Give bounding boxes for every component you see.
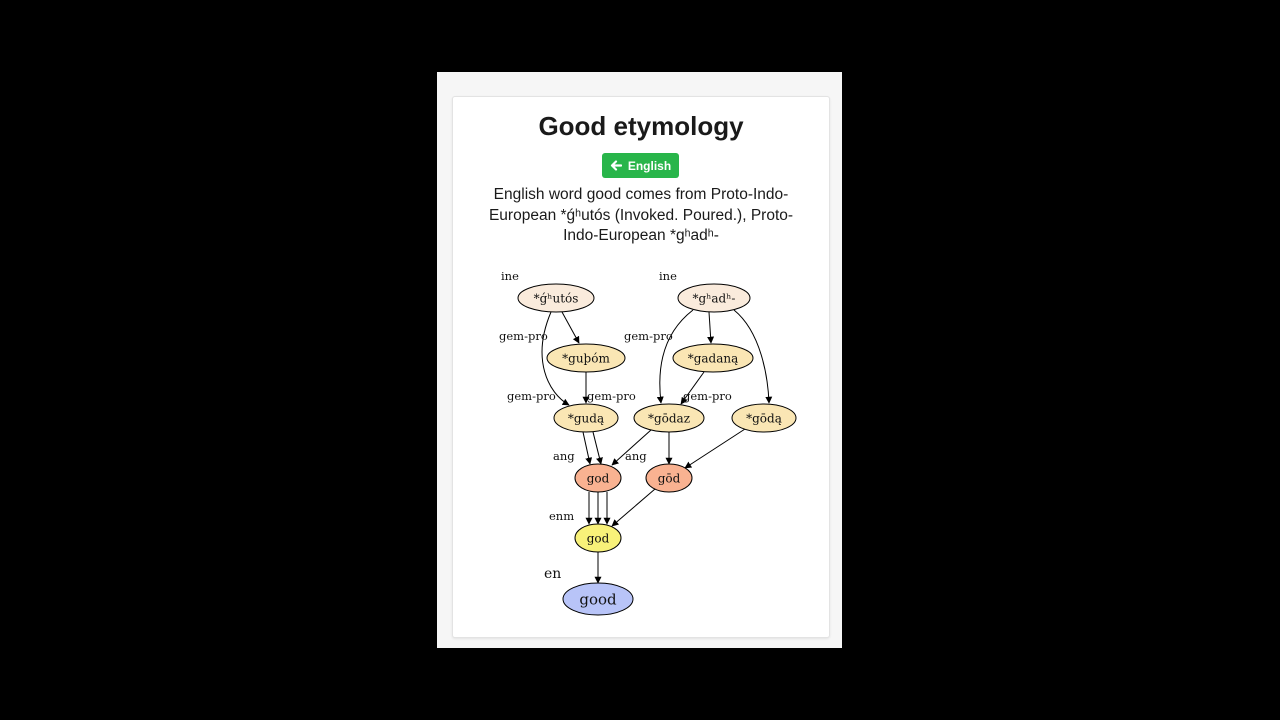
graph-edge-goda-to-god2 — [684, 428, 746, 469]
graph-nodes: *ǵʰutós *gʰadʰ- *guþóm *gadaną *gudą *gōdaz *g… — [517, 283, 797, 616]
graph-edge-god2-to-god3 — [611, 488, 656, 527]
graph-node-label: god — [587, 471, 610, 485]
graph-node-shape — [677, 283, 751, 313]
graph-node-god2[interactable]: gōd — [645, 463, 693, 493]
graph-node-label: god — [587, 531, 610, 545]
graph-node-label: *ǵʰutós — [534, 291, 579, 305]
graph-language-label-en: en — [544, 566, 561, 582]
language-button-label: English — [627, 158, 672, 173]
graph-node-godaz[interactable]: *gōdaz — [633, 403, 705, 433]
graph-node-label: *gʰadʰ- — [693, 291, 736, 305]
graph-node-label: *gadaną — [688, 351, 739, 365]
graph-node-label: gōd — [658, 471, 681, 485]
graph-node-shape — [574, 463, 622, 493]
graph-node-label: good — [579, 590, 617, 608]
graph-edge-ghadh-to-godaz — [656, 309, 694, 404]
graph-node-goda[interactable]: *gōdą — [731, 403, 797, 433]
graph-node-shape — [562, 582, 634, 616]
graph-node-god3[interactable]: god — [574, 523, 622, 553]
graph-edge-gadana-to-godaz — [680, 371, 705, 405]
etymology-card: Good etymology English English word good… — [452, 96, 830, 638]
graph-language-label-gem-pro: gem-pro — [624, 329, 673, 343]
graph-node-guthom[interactable]: *guþóm — [546, 343, 626, 373]
graph-node-guda[interactable]: *gudą — [553, 403, 619, 433]
etymology-graph: *ǵʰutós *gʰadʰ- *guþóm *gadaną *gudą *gōdaz *g… — [499, 269, 797, 616]
graph-node-gadana[interactable]: *gadaną — [672, 343, 754, 373]
graph-language-label-ang: ang — [625, 449, 647, 463]
english-language-button[interactable]: English — [602, 153, 679, 178]
graph-node-shape — [645, 463, 693, 493]
page-title: Good etymology — [538, 111, 744, 141]
graph-node-shape — [731, 403, 797, 433]
graph-language-label-gem-pro: gem-pro — [587, 389, 636, 403]
graph-node-shape — [553, 403, 619, 433]
graph-edge-godaz-to-god1 — [611, 429, 652, 466]
graph-edge-guda-to-god1 — [592, 431, 603, 465]
graph-node-ghadh[interactable]: *gʰadʰ- — [677, 283, 751, 313]
graph-node-label: *guþóm — [562, 351, 610, 365]
graph-language-label-ine: ine — [501, 269, 519, 283]
graph-language-label-enm: enm — [549, 509, 574, 523]
graph-node-shape — [517, 283, 595, 313]
graph-edge-guda-to-god1 — [582, 431, 593, 465]
graph-node-god1[interactable]: god — [574, 463, 622, 493]
graph-edge-ghutos-to-guda — [541, 311, 570, 406]
graph-node-shape — [672, 343, 754, 373]
graph-language-label-gem-pro: gem-pro — [507, 389, 556, 403]
arrow-left-icon — [610, 160, 622, 171]
graph-node-shape — [546, 343, 626, 373]
graph-language-label-ine: ine — [659, 269, 677, 283]
graph-node-shape — [633, 403, 705, 433]
graph-node-label: *gōdaz — [648, 411, 690, 425]
graph-edge-ghadh-to-gadana — [707, 311, 715, 344]
graph-node-good[interactable]: good — [562, 582, 634, 616]
graph-edge-ghutos-to-guthom — [561, 311, 580, 344]
graph-language-label-gem-pro: gem-pro — [499, 329, 548, 343]
graph-language-label-ang: ang — [553, 449, 575, 463]
graph-node-label: *gudą — [568, 411, 604, 425]
graph-edges — [541, 309, 773, 584]
graph-node-label: *gōdą — [746, 411, 782, 425]
etymology-summary: English word good comes from Proto-Indo-… — [488, 186, 794, 244]
graph-edge-ghadh-to-goda — [733, 309, 773, 404]
graph-language-label-gem-pro: gem-pro — [683, 389, 732, 403]
page: Good etymology English English word good… — [437, 72, 842, 648]
graph-node-ghutos[interactable]: *ǵʰutós — [517, 283, 595, 313]
graph-language-labels: ine ine gem-pro gem-pro gem-pro gem-pro gem-pr… — [499, 269, 732, 582]
graph-node-shape — [574, 523, 622, 553]
